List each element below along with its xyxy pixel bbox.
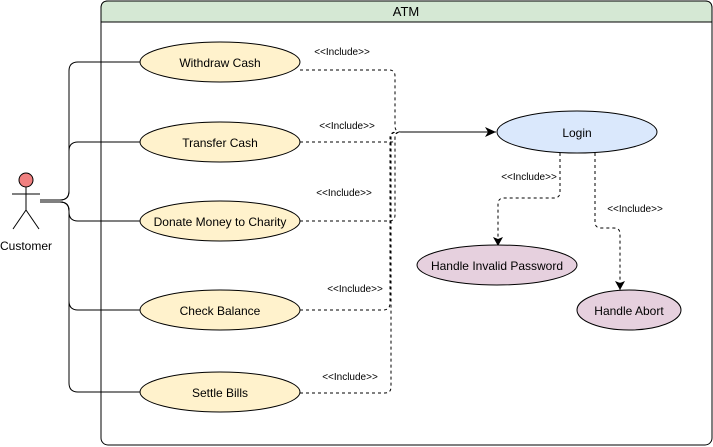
- use-case-label: Settle Bills: [192, 386, 248, 400]
- use-case-withdraw: Withdraw Cash: [139, 41, 301, 83]
- use-case-label: Handle Invalid Password: [431, 259, 563, 273]
- include-labels: <<Include>> <<Include>> <<Include>> <<In…: [314, 47, 663, 383]
- include-label-withdraw: <<Include>>: [314, 47, 370, 58]
- actor-customer: Customer: [0, 172, 52, 253]
- use-case-donate: Donate Money to Charity: [139, 200, 301, 242]
- actor-associations: [40, 61, 140, 393]
- actor-name: Customer: [0, 239, 52, 253]
- include-edges: [300, 69, 625, 394]
- use-case-label: Donate Money to Charity: [154, 215, 287, 229]
- include-label-transfer: <<Include>>: [319, 121, 375, 132]
- actor-head: [18, 172, 34, 188]
- use-case-label: Handle Abort: [594, 304, 664, 318]
- use-case-bills: Settle Bills: [139, 371, 301, 413]
- system-header: [100, 0, 713, 23]
- use-case-label: Check Balance: [180, 304, 261, 318]
- use-case-transfer: Transfer Cash: [139, 121, 301, 163]
- include-label-donate: <<Include>>: [316, 188, 372, 199]
- include-edge-invalid: [493, 153, 561, 246]
- use-case-label: Login: [562, 126, 591, 140]
- association-transfer: [40, 141, 140, 201]
- use-case-abort: Handle Abort: [576, 289, 682, 331]
- include-edge-withdraw: [300, 69, 402, 133]
- include-edge-abort: [594, 153, 625, 290]
- association-bills: [40, 201, 140, 393]
- use-case-label: Withdraw Cash: [179, 56, 260, 70]
- system-title: ATM: [393, 4, 419, 19]
- use-case-login: Login: [496, 110, 658, 154]
- include-label-invalid: <<Include>>: [501, 172, 557, 183]
- use-case-label: Transfer Cash: [182, 136, 258, 150]
- use-case-invalid-password: Handle Invalid Password: [416, 244, 578, 286]
- include-label-balance: <<Include>>: [327, 284, 383, 295]
- use-case-balance: Check Balance: [139, 289, 301, 331]
- include-label-abort: <<Include>>: [607, 204, 663, 215]
- include-edge-bills: [300, 131, 398, 394]
- include-label-bills: <<Include>>: [322, 372, 378, 383]
